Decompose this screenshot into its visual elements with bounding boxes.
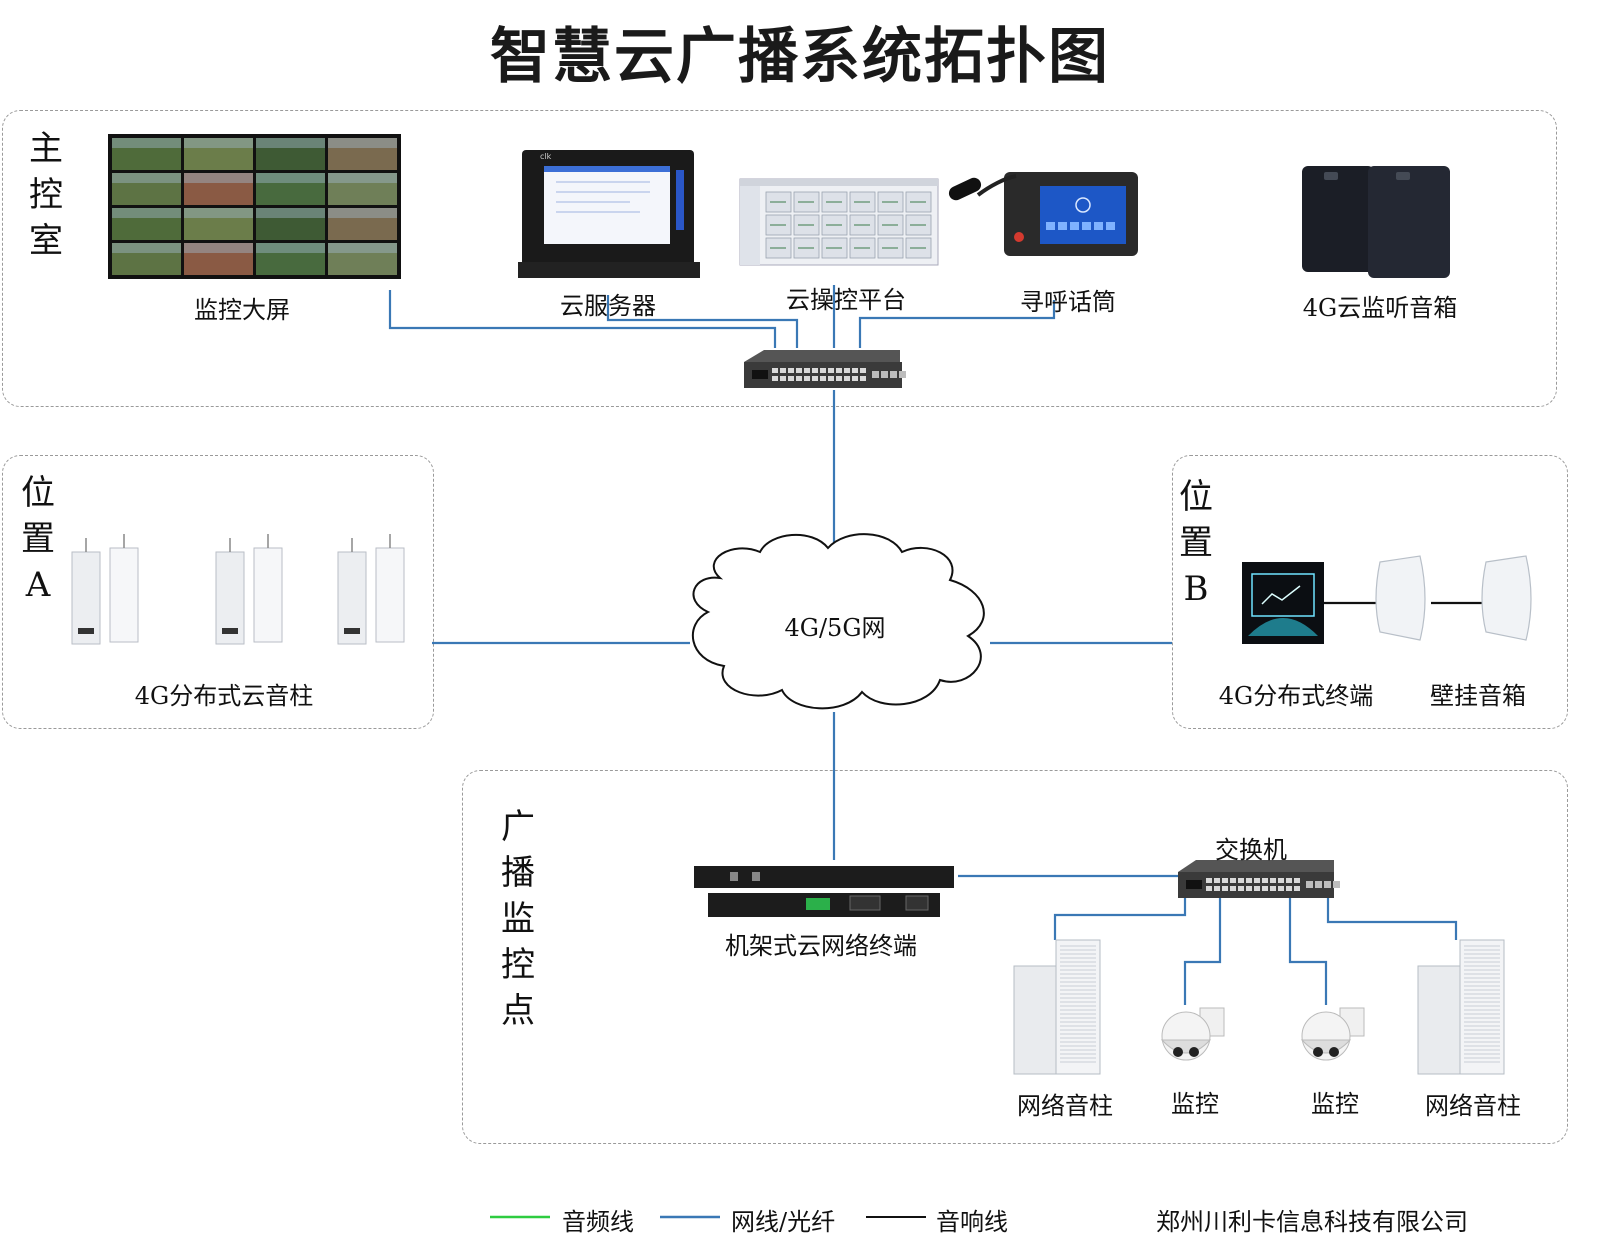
monitor-speaker-4g-icon bbox=[1302, 166, 1450, 278]
network-cloud-icon bbox=[691, 533, 985, 710]
wall-speaker-icon-1 bbox=[1375, 555, 1426, 641]
caption-rack-terminal: 机架式云网络终端 bbox=[725, 932, 917, 960]
column-speaker-pair-2 bbox=[215, 534, 283, 645]
link-switch-speaker-left bbox=[1053, 898, 1187, 940]
column-speaker-pair-1 bbox=[71, 534, 139, 645]
company-name: 郑州川利卡信息科技有限公司 bbox=[1156, 1208, 1468, 1236]
wall-speaker-icon-2 bbox=[1481, 555, 1532, 641]
paging-microphone-icon bbox=[948, 172, 1138, 256]
diagram-title: 智慧云广播系统拓扑图 bbox=[490, 22, 1110, 92]
legend-label-speaker: 音响线 bbox=[936, 1208, 1008, 1236]
link-switch-camera-right bbox=[1288, 898, 1328, 1005]
caption-monitor-wall: 监控大屏 bbox=[194, 296, 290, 324]
caption-network-cloud: 4G/5G网 bbox=[784, 614, 886, 642]
legend-label-audio: 音频线 bbox=[562, 1208, 634, 1236]
camera-right-icon bbox=[1300, 1007, 1365, 1061]
region-label-broadcast-point: 广播监控点 bbox=[501, 807, 535, 1031]
svg-text:clk: clk bbox=[540, 152, 552, 161]
region-location-b bbox=[1172, 455, 1568, 729]
caption-paging-mic: 寻呼话筒 bbox=[1020, 288, 1116, 316]
link-switch-speaker-right bbox=[1326, 898, 1458, 940]
caption-monitor-speaker: 4G云监听音箱 bbox=[1302, 294, 1458, 322]
caption-camera-right: 监控 bbox=[1311, 1090, 1359, 1118]
caption-camera-left: 监控 bbox=[1171, 1090, 1219, 1118]
terminal-4g-icon bbox=[1242, 562, 1324, 644]
caption-terminal-4g: 4G分布式终端 bbox=[1218, 682, 1374, 710]
region-main-control-room bbox=[2, 110, 1557, 407]
caption-network-speaker-left: 网络音柱 bbox=[1017, 1092, 1113, 1120]
link-paging-mic bbox=[858, 300, 1056, 348]
link-cloud-server bbox=[606, 295, 799, 348]
region-broadcast-point bbox=[462, 770, 1568, 1144]
caption-column-speakers: 4G分布式云音柱 bbox=[134, 682, 314, 710]
caption-cloud-server: 云服务器 bbox=[560, 292, 656, 320]
network-column-speaker-right-icon bbox=[1417, 939, 1505, 1075]
rack-terminal-icon bbox=[694, 866, 954, 917]
region-label-main-control-room: 主控室 bbox=[29, 129, 63, 261]
monitor-wall-icon bbox=[108, 134, 401, 279]
region-location-a bbox=[2, 455, 434, 729]
column-speakers-4g-icon bbox=[71, 534, 405, 645]
caption-wall-speaker: 壁挂音箱 bbox=[1430, 682, 1526, 710]
legend-label-network: 网线/光纤 bbox=[731, 1208, 836, 1236]
cloud-server-icon: clk bbox=[518, 150, 700, 278]
control-platform-icon bbox=[739, 178, 939, 266]
caption-switch: 交换机 bbox=[1215, 836, 1287, 864]
main-switch-icon bbox=[744, 350, 906, 388]
column-speaker-pair-3 bbox=[337, 534, 405, 645]
caption-network-speaker-right: 网络音柱 bbox=[1425, 1092, 1521, 1120]
camera-left-icon bbox=[1160, 1007, 1225, 1061]
caption-control-platform: 云操控平台 bbox=[786, 286, 906, 314]
switch-icon bbox=[1178, 860, 1340, 898]
network-column-speaker-left-icon bbox=[1013, 939, 1101, 1075]
link-monitor-wall bbox=[388, 290, 777, 348]
link-switch-camera-left bbox=[1183, 898, 1222, 1005]
